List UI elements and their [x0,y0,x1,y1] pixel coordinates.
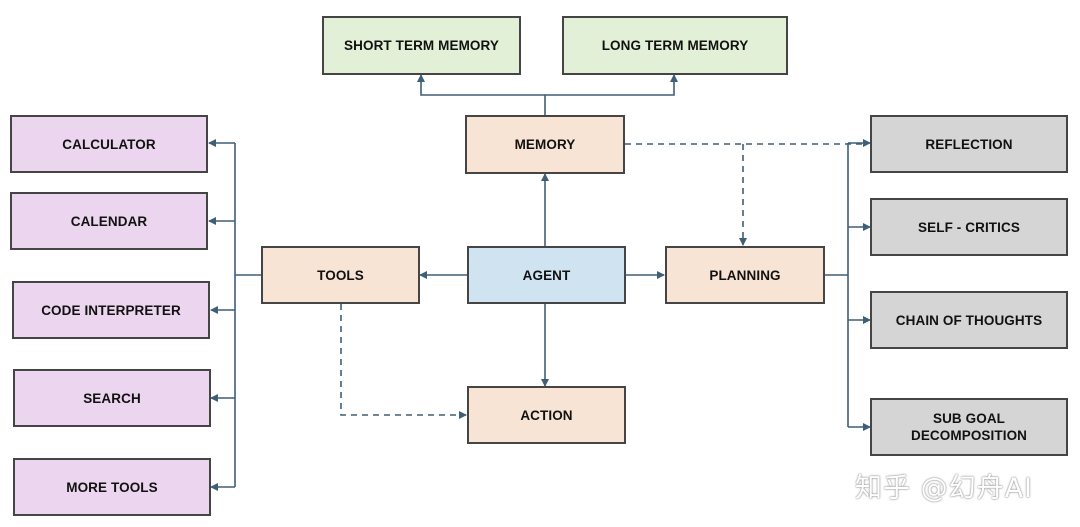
calendar-label: CALENDAR [70,213,148,229]
code-interpreter-box: CODE INTERPRETER [12,281,210,339]
tools-label: TOOLS [317,267,364,283]
chain-of-thoughts-box: CHAIN OF THOUGHTS [870,291,1068,349]
planning-label: PLANNING [709,267,781,283]
code-interpreter-label: CODE INTERPRETER [41,302,181,318]
memory-to-short-term-connector [417,74,546,115]
chain-of-thoughts-label: CHAIN OF THOUGHTS [895,312,1043,328]
tools-box: TOOLS [261,246,420,304]
memory-to-long-term-connector [545,74,678,96]
agent-label: AGENT [522,267,571,283]
memory-label: MEMORY [514,137,576,152]
more-tools-label: MORE TOOLS [66,479,158,495]
tools-bus-line [234,143,262,487]
planning-box: PLANNING [665,246,825,304]
search-label: SEARCH [83,390,141,406]
action-label: ACTION [520,407,573,423]
self-critics-box: SELF - CRITICS [870,198,1068,256]
memory-box: MEMORY [465,115,625,174]
tools-to-action-dashed-arrow [340,304,467,419]
action-box: ACTION [467,386,626,444]
self-critics-label: SELF - CRITICS [918,219,1020,235]
short-term-memory-label: SHORT TERM MEMORY [344,38,499,53]
sub-goal-decomposition-box: SUB GOAL DECOMPOSITION [870,398,1068,456]
more-tools-box: MORE TOOLS [13,458,211,516]
calendar-box: CALENDAR [10,192,208,250]
watermark-text: 知乎 @幻舟AI [855,473,1034,504]
calculator-box: CALCULATOR [10,115,208,173]
calculator-label: CALCULATOR [62,136,156,152]
reflection-label: REFLECTION [925,136,1013,152]
planning-bus-line [825,143,849,427]
short-term-memory-box: SHORT TERM MEMORY [322,16,521,75]
search-box: SEARCH [13,369,211,427]
sub-goal-decomposition-label: SUB GOAL DECOMPOSITION [910,411,1028,443]
reflection-box: REFLECTION [870,115,1068,173]
long-term-memory-label: LONG TERM MEMORY [601,38,749,53]
agent-box: AGENT [467,246,626,304]
long-term-memory-box: LONG TERM MEMORY [562,16,788,75]
